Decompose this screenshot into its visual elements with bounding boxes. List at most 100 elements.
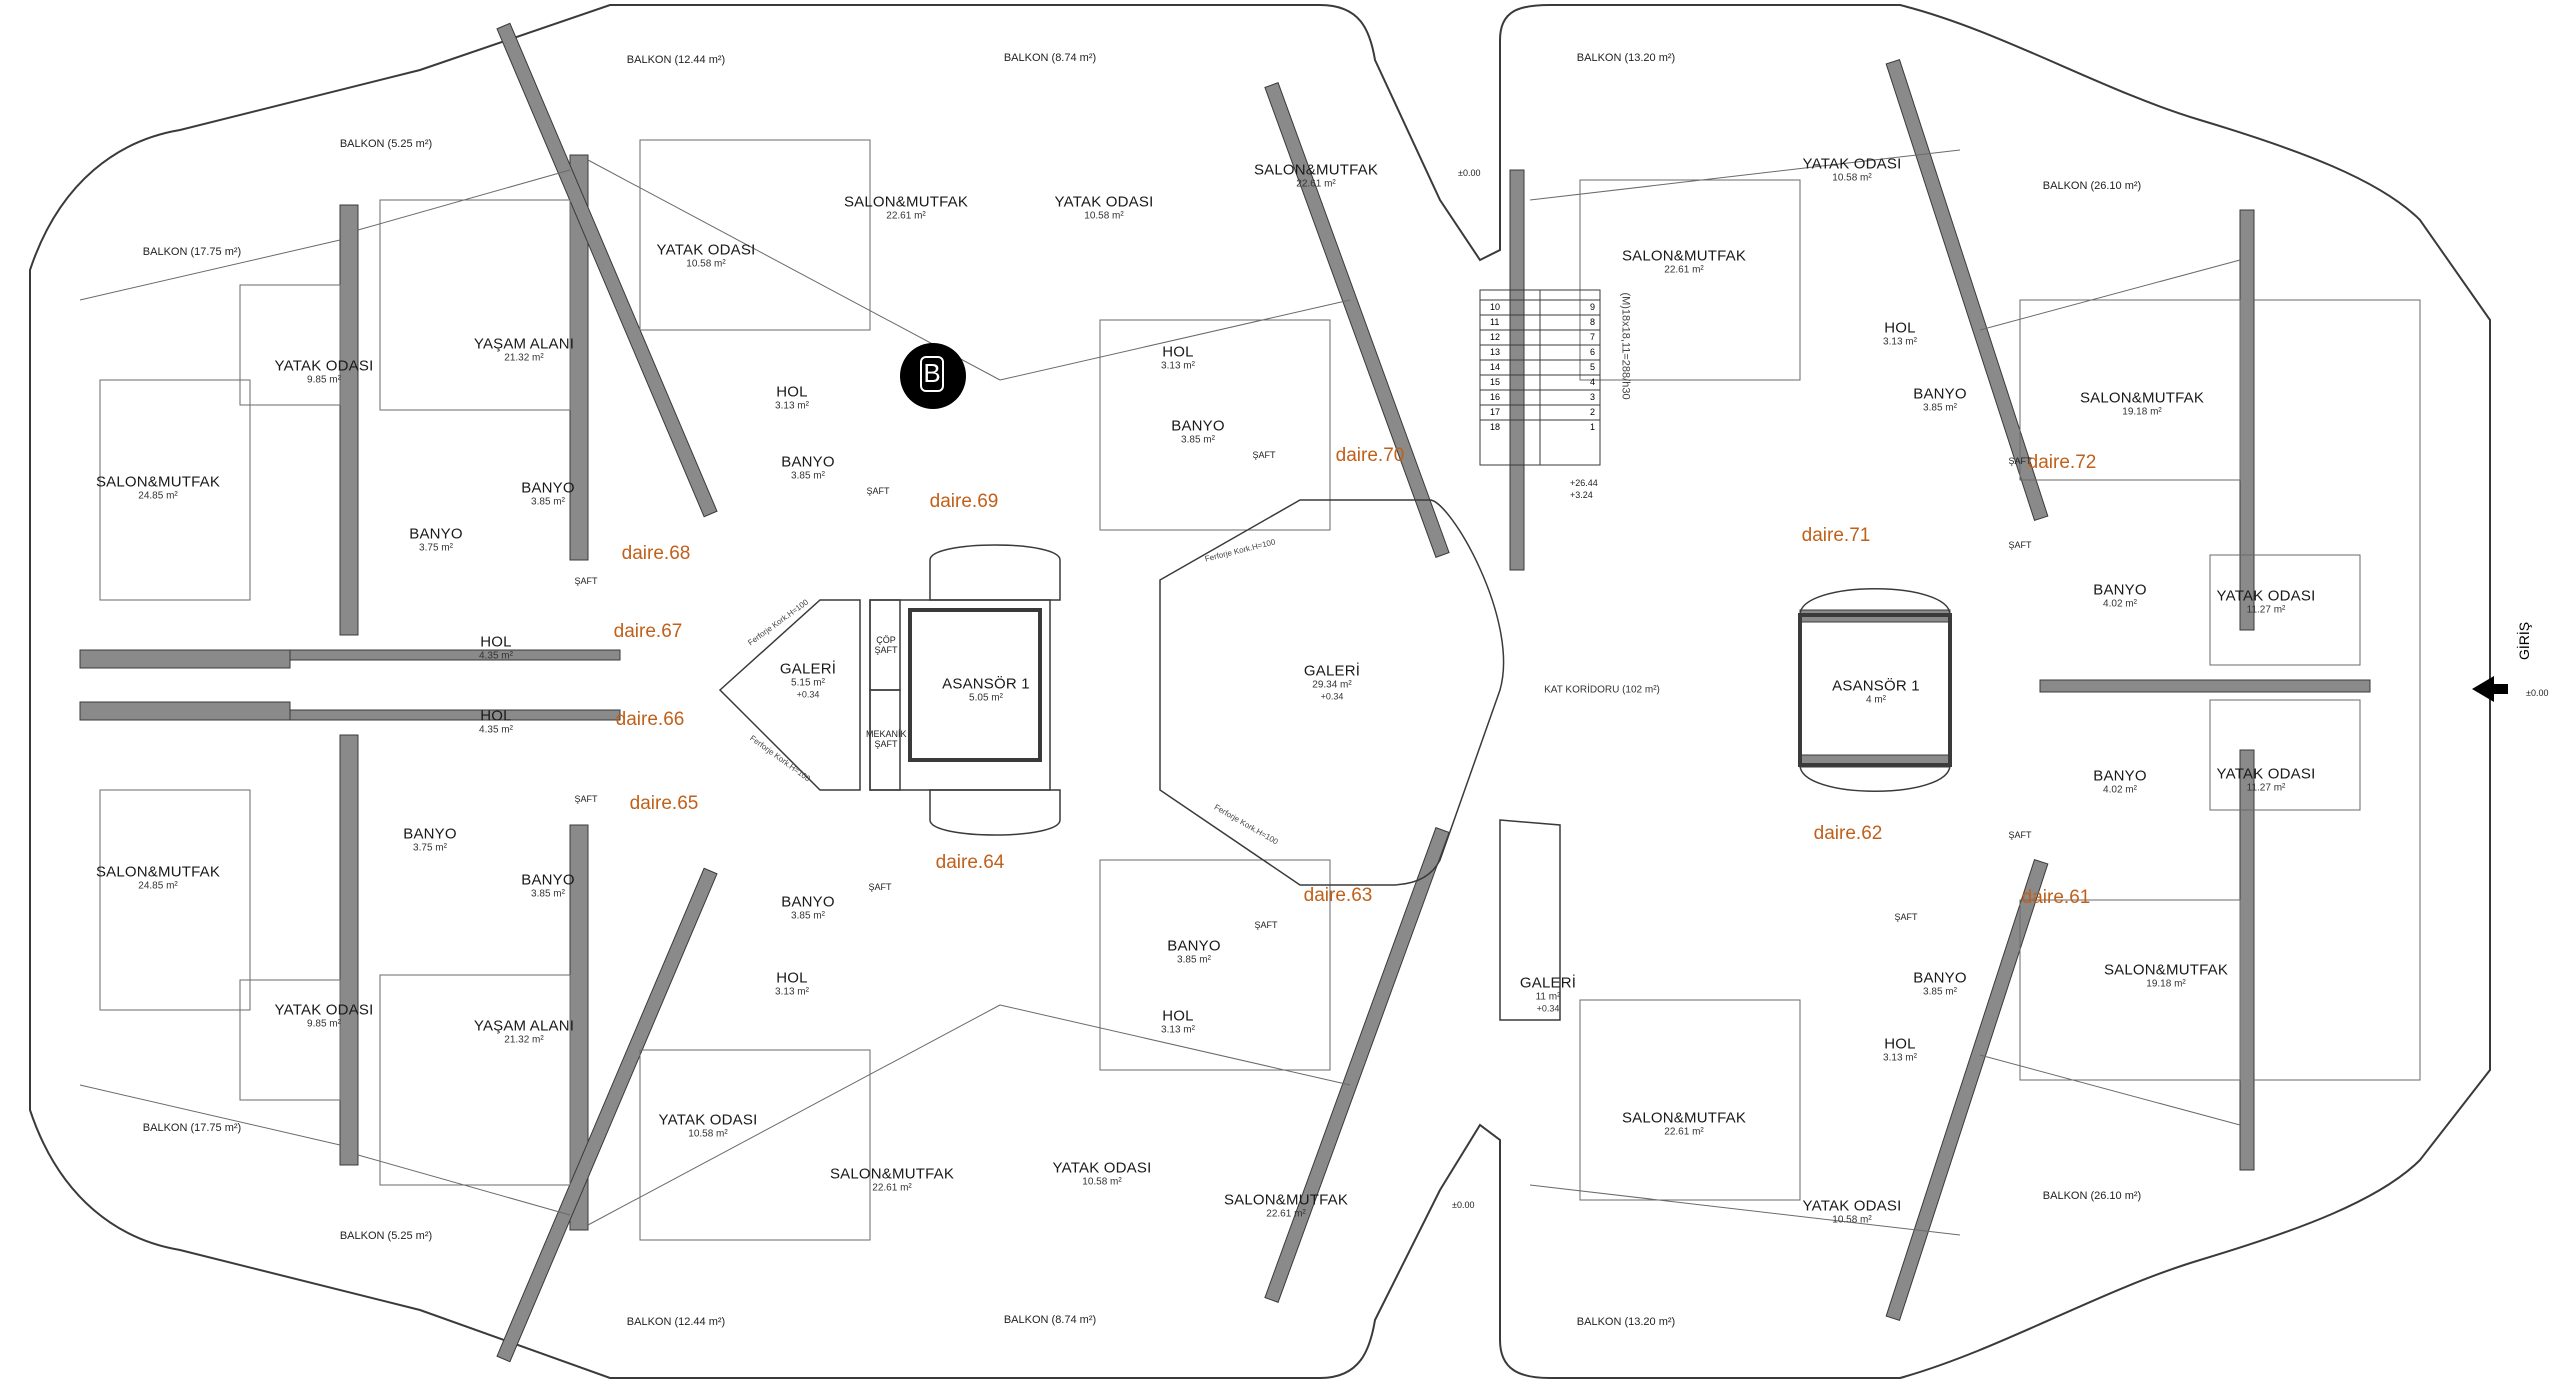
apartment-label-69: daire.69 (929, 491, 999, 512)
stair-step-number: 11 (1490, 317, 1499, 327)
block-letter: B (920, 356, 944, 392)
balcony-label: BALKON (26.10 m²) (2042, 180, 2142, 192)
corridor-label: KAT KORİDORU (102 m²) (1544, 684, 1660, 696)
level-mark: ±0.00 (1458, 168, 1481, 178)
stair-label: (M)18x18,11=288/h30 (1619, 292, 1632, 400)
building-outline (29, 4, 2491, 1379)
balcony-label: BALKON (13.20 m²) (1576, 1316, 1676, 1328)
balcony-label: BALKON (5.25 m²) (339, 1230, 433, 1242)
stair (1479, 289, 1601, 466)
core (718, 499, 1952, 1021)
stair-step-number: 5 (1590, 362, 1595, 372)
shaft-label: ŞAFT (1254, 920, 1278, 931)
stair-step-number: 7 (1590, 332, 1595, 342)
entrance-arrow-icon (2472, 676, 2494, 702)
shaft-label: ŞAFT (1894, 912, 1918, 923)
apartment-label-63: daire.63 (1303, 885, 1373, 906)
stair-step-number: 9 (1590, 302, 1595, 312)
stair-step-number: 2 (1590, 407, 1595, 417)
stair-step-number: 10 (1490, 302, 1500, 312)
apartment-label-68: daire.68 (621, 543, 691, 564)
stair-step-number: 14 (1490, 362, 1500, 372)
shaft-label: ŞAFT (2008, 540, 2032, 551)
apartment-label-61: daire.61 (2021, 887, 2091, 908)
shaft-label: ŞAFT (866, 486, 890, 497)
apartment-label-66: daire.66 (615, 709, 685, 730)
entrance-arrow-shaft (2492, 684, 2508, 694)
stair-step-number: 6 (1590, 347, 1595, 357)
apartment-label-67: daire.67 (613, 621, 683, 642)
entrance-label: GİRİŞ (2516, 621, 2532, 660)
balcony-label: BALKON (5.25 m²) (339, 138, 433, 150)
balcony-label: BALKON (8.74 m²) (1003, 1314, 1097, 1326)
stair-step-number: 13 (1490, 347, 1500, 357)
apartment-label-70: daire.70 (1335, 445, 1405, 466)
stair-step-number: 17 (1490, 407, 1500, 417)
apartment-label-72: daire.72 (2027, 452, 2097, 473)
apartment-label-62: daire.62 (1813, 823, 1883, 844)
level-mark: +3.24 (1570, 490, 1593, 500)
balcony-label: BALKON (26.10 m²) (2042, 1190, 2142, 1202)
shaft-label: ŞAFT (868, 882, 892, 893)
balcony-label: BALKON (13.20 m²) (1576, 52, 1676, 64)
stair-step-number: 15 (1490, 377, 1500, 387)
shaft-label: ŞAFT (2008, 830, 2032, 841)
garbage-shaft-label: ÇÖP ŞAFT (874, 635, 898, 655)
apartment-label-64: daire.64 (935, 852, 1005, 873)
balcony-label: BALKON (17.75 m²) (142, 1122, 242, 1134)
shaft-label: ŞAFT (574, 576, 598, 587)
entrance-level: ±0.00 (2526, 688, 2549, 698)
level-mark: +26.44 (1570, 478, 1598, 488)
apartment-label-71: daire.71 (1801, 525, 1871, 546)
level-mark: ±0.00 (1452, 1200, 1475, 1210)
shaft-label: ŞAFT (2008, 456, 2032, 467)
shaft-label: ŞAFT (574, 794, 598, 805)
walls (79, 22, 2371, 1363)
stair-step-number: 12 (1490, 332, 1500, 342)
mechanical-shaft-label: MEKANİK ŞAFT (866, 729, 907, 749)
stair-step-number: 8 (1590, 317, 1595, 327)
balcony-label: BALKON (12.44 m²) (626, 1316, 726, 1328)
shaft-label: ŞAFT (1252, 450, 1276, 461)
balcony-label: BALKON (8.74 m²) (1003, 52, 1097, 64)
